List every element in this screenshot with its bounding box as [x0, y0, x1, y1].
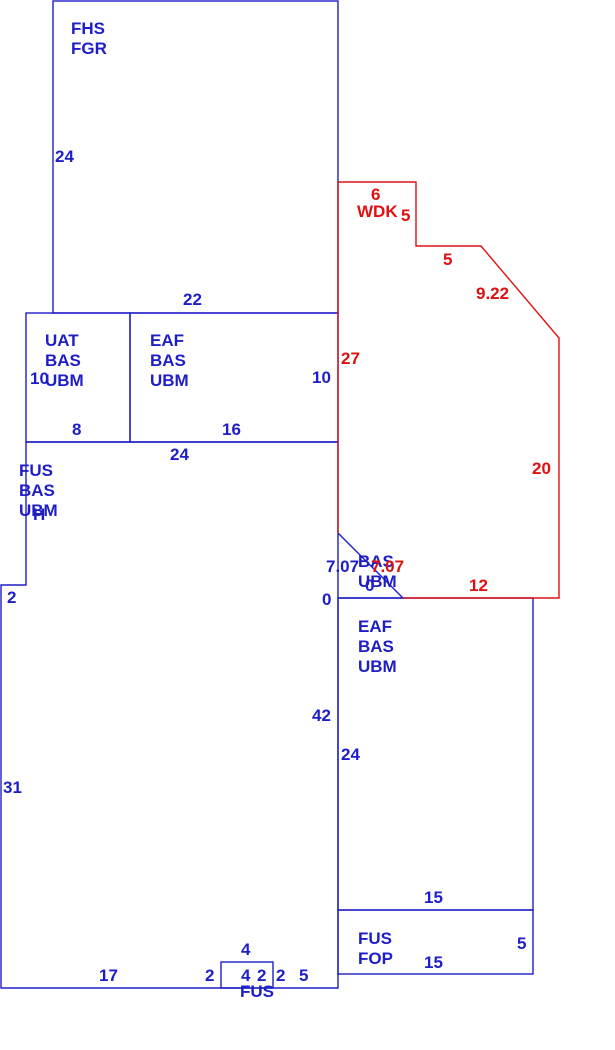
dim-bas-small-left: 7.07 [326, 557, 359, 576]
dim-wdk-diag: 9.22 [476, 284, 509, 303]
fus-fop-area-outline [337, 909, 534, 975]
eaf-upper-label-line2: BAS [150, 351, 186, 370]
fhs-label-line1: FHS [71, 19, 105, 38]
dim-fus-bottom: 17 [99, 966, 118, 985]
dim-eaf-lower-left: 24 [341, 745, 360, 764]
dim-fhs-left: 24 [55, 147, 74, 166]
dim-bump-inner-2: 2 [257, 966, 266, 985]
dim-fus-right: 42 [312, 706, 331, 725]
dim-bottom-right-5: 5 [299, 966, 308, 985]
fus-main-label-line1: FUS [19, 461, 53, 480]
dim-eaf-upper-bottom: 16 [222, 420, 241, 439]
bas-small-label-line3: 0 [365, 576, 374, 595]
dim-fus-step: 2 [7, 588, 16, 607]
fus-fop-label-line2: FOP [358, 949, 393, 968]
dim-wdk-step: 5 [443, 250, 452, 269]
bas-small-label-line2: UBM [358, 572, 397, 591]
dim-wdk-top: 6 [371, 185, 380, 204]
uat-label-line3: UBM [45, 371, 84, 390]
wdk-label: WDK [357, 202, 398, 221]
dim-fhs-bottom: 22 [183, 290, 202, 309]
wdk-area-outline [338, 181, 560, 599]
dim-wdk-right: 20 [532, 459, 551, 478]
dim-bump-inner-4: 4 [241, 966, 251, 985]
dim-fop-right: 5 [517, 934, 526, 953]
fus-main-label-overlap: H [33, 505, 45, 524]
uat-label-line1: UAT [45, 331, 79, 350]
fhs-label-line2: FGR [71, 39, 107, 58]
dim-fop-bottom: 15 [424, 953, 443, 972]
dim-bump-left: 2 [205, 966, 214, 985]
dim-wdk-notch: 5 [401, 206, 410, 225]
uat-label-line2: BAS [45, 351, 81, 370]
dim-bump-top: 4 [241, 940, 251, 959]
eaf-lower-label-line3: UBM [358, 657, 397, 676]
dim-wdk-bottom: 12 [469, 576, 488, 595]
dim-bump-right: 2 [276, 966, 285, 985]
dim-wdk-left: 27 [341, 349, 360, 368]
eaf-upper-label-line1: EAF [150, 331, 184, 350]
dim-wdk-diag-low: 7.07 [371, 557, 404, 576]
fus-main-label-line3: UBM [19, 501, 58, 520]
dim-uat-left: 10 [30, 369, 49, 388]
fus-main-area-outline [0, 441, 339, 989]
bas-small-label-line1: BAS [358, 552, 394, 571]
dim-fus-top: 24 [170, 445, 189, 464]
eaf-lower-label-line1: EAF [358, 617, 392, 636]
dim-eaf-upper-right: 10 [312, 368, 331, 387]
dim-uat-bottom: 8 [72, 420, 81, 439]
fus-fop-label-line1: FUS [358, 929, 392, 948]
eaf-upper-label-line3: UBM [150, 371, 189, 390]
dim-fus-zero: 0 [322, 590, 331, 609]
fus-bottom-label: FUS [240, 982, 274, 1001]
fus-main-label-line2: BAS [19, 481, 55, 500]
dim-eaf-lower-bottom: 15 [424, 888, 443, 907]
dim-fus-left: 31 [3, 778, 22, 797]
fus-bump-outline [220, 961, 274, 989]
eaf-lower-label-line2: BAS [358, 637, 394, 656]
